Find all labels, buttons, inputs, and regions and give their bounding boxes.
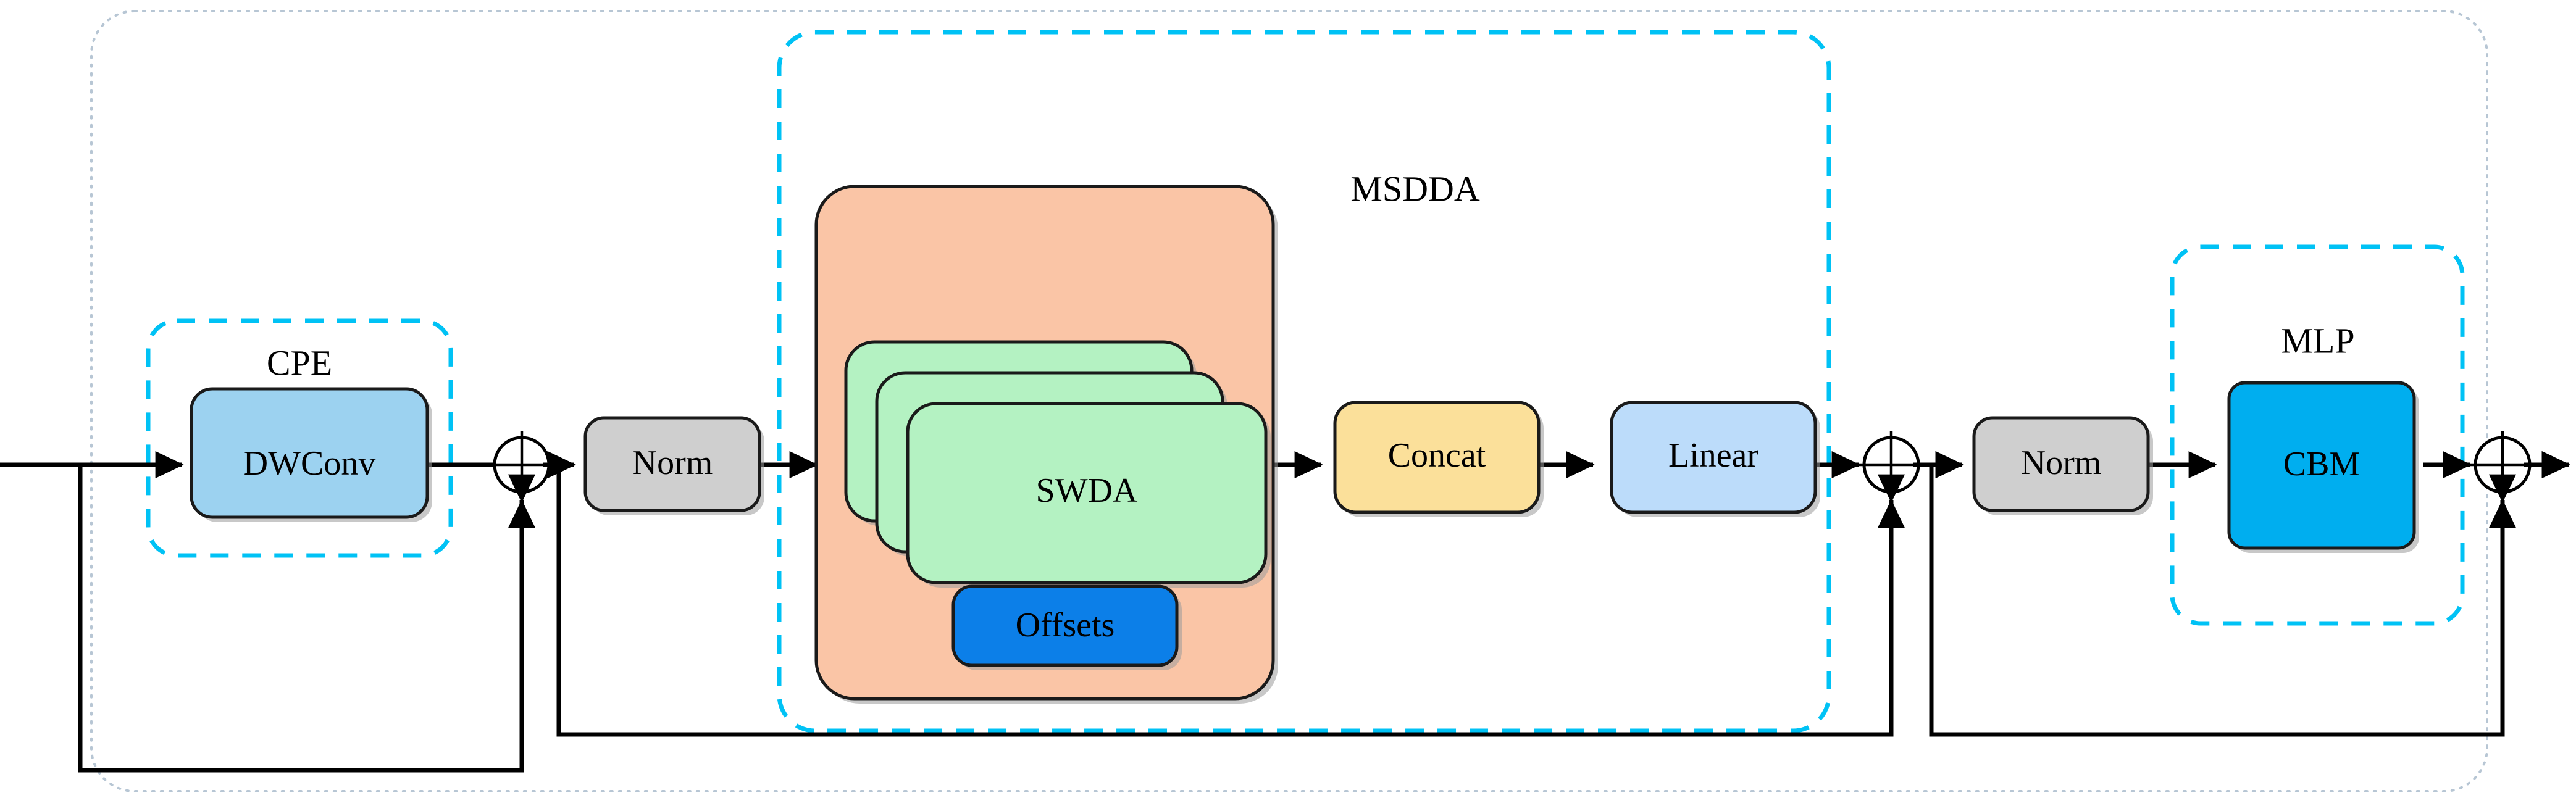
linear-block[interactable]: [1610, 401, 1820, 517]
dwconv-label: DWConv: [243, 444, 376, 483]
offsets-block[interactable]: [951, 584, 1182, 670]
concat-block[interactable]: [1333, 401, 1544, 517]
flow-arrowhead-overlays: [508, 451, 2570, 503]
norm2-label: Norm: [2021, 444, 2102, 482]
group-label-msdda: MSDDA: [1350, 168, 1480, 209]
concat-label: Concat: [1388, 436, 1486, 475]
dwconv-block[interactable]: [190, 387, 432, 522]
cbm-label: CBM: [2283, 445, 2361, 483]
group-msdda-boundary: [777, 30, 1831, 733]
cbm-block[interactable]: [2227, 381, 2419, 553]
group-label-cpe: CPE: [267, 343, 332, 383]
group-label-mlp: MLP: [2281, 320, 2354, 360]
norm1-block[interactable]: [583, 416, 764, 515]
linear-label: Linear: [1668, 436, 1758, 475]
swda-block[interactable]: [906, 402, 1271, 588]
swda-label: SWDA: [1036, 472, 1138, 510]
offsets-label: Offsets: [1016, 606, 1115, 644]
outer-block-boundary: [90, 10, 2488, 792]
norm1-label: Norm: [632, 444, 713, 482]
norm2-block[interactable]: [1972, 416, 2153, 515]
